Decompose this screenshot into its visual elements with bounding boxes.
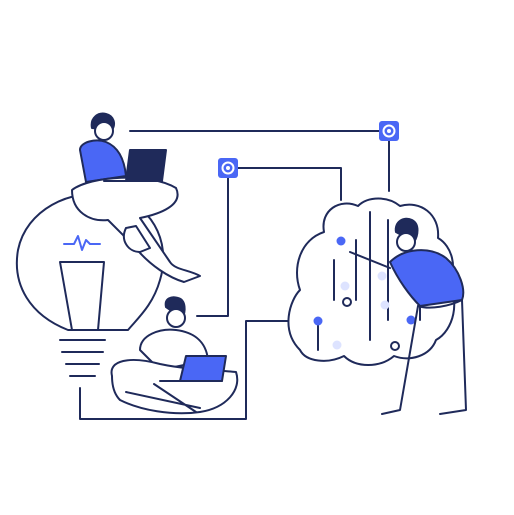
gear-icon [218,158,238,178]
laptop-icon [103,149,167,182]
standing-man [349,217,467,415]
gear-icon [379,121,399,141]
woman-with-laptop [71,112,201,283]
pulse-icon [63,235,101,251]
laptop-icon [159,355,227,382]
